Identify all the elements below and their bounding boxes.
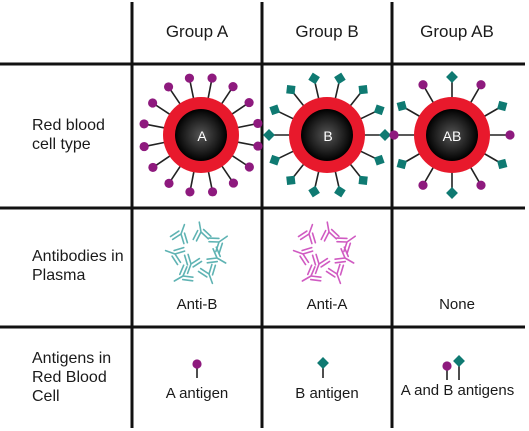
antigen-b-icon [269, 154, 281, 166]
antigen-a-icon [442, 361, 452, 371]
antigen-b-icon [446, 71, 458, 83]
anti-b-antibody-icon [164, 246, 186, 266]
antigen-a-icon [253, 141, 263, 151]
anti-b-antibody-icon [208, 235, 228, 254]
anti-b-antibody-icon [173, 264, 194, 282]
anti-b-antibody-icon [183, 253, 203, 275]
antigen-b-icon [373, 104, 385, 116]
antigen-b-icon [396, 100, 407, 112]
antigen-label-a: A antigen [165, 385, 229, 402]
row-label-antigens: Antigens in Red Blood Cell [32, 350, 112, 405]
red-blood-cell-b [263, 72, 391, 198]
antigen-icons [192, 355, 465, 380]
antigen-b-icon [373, 154, 385, 166]
antigen-b-icon [269, 104, 281, 116]
anti-b-antibody-icon [206, 246, 227, 264]
anti-b-antibody-icon [169, 223, 189, 245]
header-group-a: Group A [165, 22, 229, 41]
antigen-a-icon [244, 162, 254, 172]
antibodies [164, 221, 356, 285]
antigen-b-icon [263, 129, 275, 141]
cell-core [426, 109, 478, 161]
antigen-a-icon [184, 73, 195, 83]
antigen-b-icon [358, 175, 368, 185]
antigen-b-icon [317, 357, 329, 369]
anti-a-antibody-icon [292, 246, 314, 266]
antigen-b-icon [334, 185, 346, 198]
antigen-a-icon [228, 178, 239, 188]
cell-letter-ab: AB [442, 128, 462, 144]
anti-a-antibody-icon [301, 264, 322, 282]
anti-b-antibody-icon [192, 221, 212, 242]
antigen-a-icon [244, 97, 254, 108]
anti-a-antibody-icon [336, 235, 356, 254]
antigen-a-icon [476, 180, 486, 190]
antigen-b-icon [453, 355, 465, 367]
antigen-b-icon [308, 185, 320, 198]
anti-a-antibody-icon [311, 253, 331, 275]
antigen-b-icon [286, 175, 296, 185]
anti-a-antibody-icon [334, 246, 355, 264]
antigen-a-icon [139, 141, 149, 152]
antigen-a-icon [253, 118, 263, 129]
antigen-b-icon [396, 158, 407, 170]
cell-core [301, 109, 353, 161]
antigen-a-icon [164, 178, 174, 188]
antigen-a-icon [207, 73, 217, 83]
cell-core [175, 109, 227, 161]
antigen-b-icon [497, 100, 508, 112]
antigen-a-icon [148, 98, 158, 108]
antigen-a-icon [139, 119, 149, 129]
antigen-b-icon [334, 72, 346, 85]
antigen-a-icon [418, 180, 428, 190]
antigen-b-icon [446, 187, 458, 199]
red-blood-cells [139, 71, 515, 199]
antigen-a-icon [389, 130, 399, 140]
antigen-b-icon [379, 129, 391, 141]
antigen-a-icon [418, 80, 428, 90]
antigen-b-icon [308, 72, 320, 85]
anti-a-antibody-icon [320, 221, 340, 242]
antigen-b-icon [358, 85, 368, 95]
antigen-a-icon [163, 82, 174, 92]
red-blood-cell-ab [389, 71, 515, 199]
antigen-a-icon [228, 82, 238, 92]
antigen-a-icon [185, 187, 195, 197]
antigen-label-b: B antigen [295, 385, 359, 402]
antigen-a-icon [192, 359, 202, 369]
header-group-ab: Group AB [420, 22, 494, 41]
anti-a-antibody-icon [297, 223, 317, 245]
antigen-label-ab: A and B antigens [400, 382, 515, 399]
antigen-b-icon [286, 85, 296, 95]
header-group-b: Group B [295, 22, 359, 41]
antigen-a-icon [476, 80, 486, 90]
row-label-antibodies: Antibodies in Plasma [32, 248, 124, 284]
antigen-b-icon [497, 158, 508, 170]
antibody-label-a: Anti-B [176, 296, 218, 313]
row-label-rbc-type: Red blood cell type [32, 117, 105, 153]
anti-b-antibody-icon [197, 263, 217, 285]
red-blood-cell-a [139, 73, 263, 197]
anti-a-antibody-icon [325, 263, 345, 285]
antibody-label-ab: None [439, 296, 475, 313]
antigen-a-icon [148, 162, 158, 173]
cell-letter-b: B [323, 128, 333, 144]
antigen-a-icon [505, 130, 515, 140]
antibody-label-b: Anti-A [306, 296, 348, 313]
antigen-a-icon [207, 187, 218, 197]
cell-letter-a: A [197, 128, 207, 144]
